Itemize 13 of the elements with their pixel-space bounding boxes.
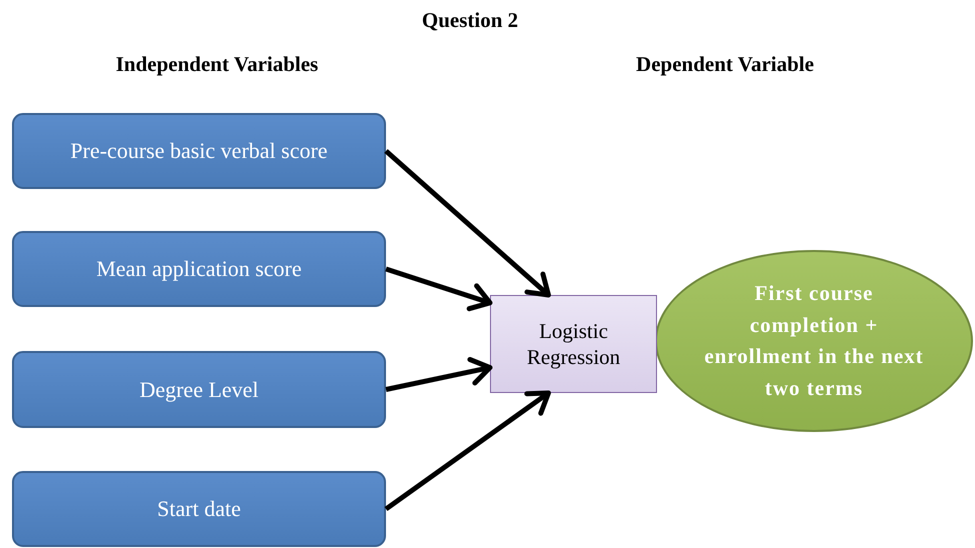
variable-box: Start date — [12, 471, 386, 547]
diagram-title: Question 2 — [420, 8, 520, 33]
outcome-ellipse: First course completion + enrollment in the next two terms — [655, 250, 973, 432]
method-box: Logistic Regression — [490, 295, 657, 393]
variable-box: Mean application score — [12, 231, 386, 307]
variable-box: Pre-course basic verbal score — [12, 113, 386, 189]
arrow — [385, 266, 492, 312]
arrow — [385, 357, 492, 392]
column-heading: Dependent Variable — [636, 52, 814, 77]
arrow — [384, 149, 551, 298]
column-heading: Independent Variables — [116, 52, 318, 77]
variable-box: Degree Level — [12, 351, 386, 428]
arrow — [384, 390, 551, 512]
